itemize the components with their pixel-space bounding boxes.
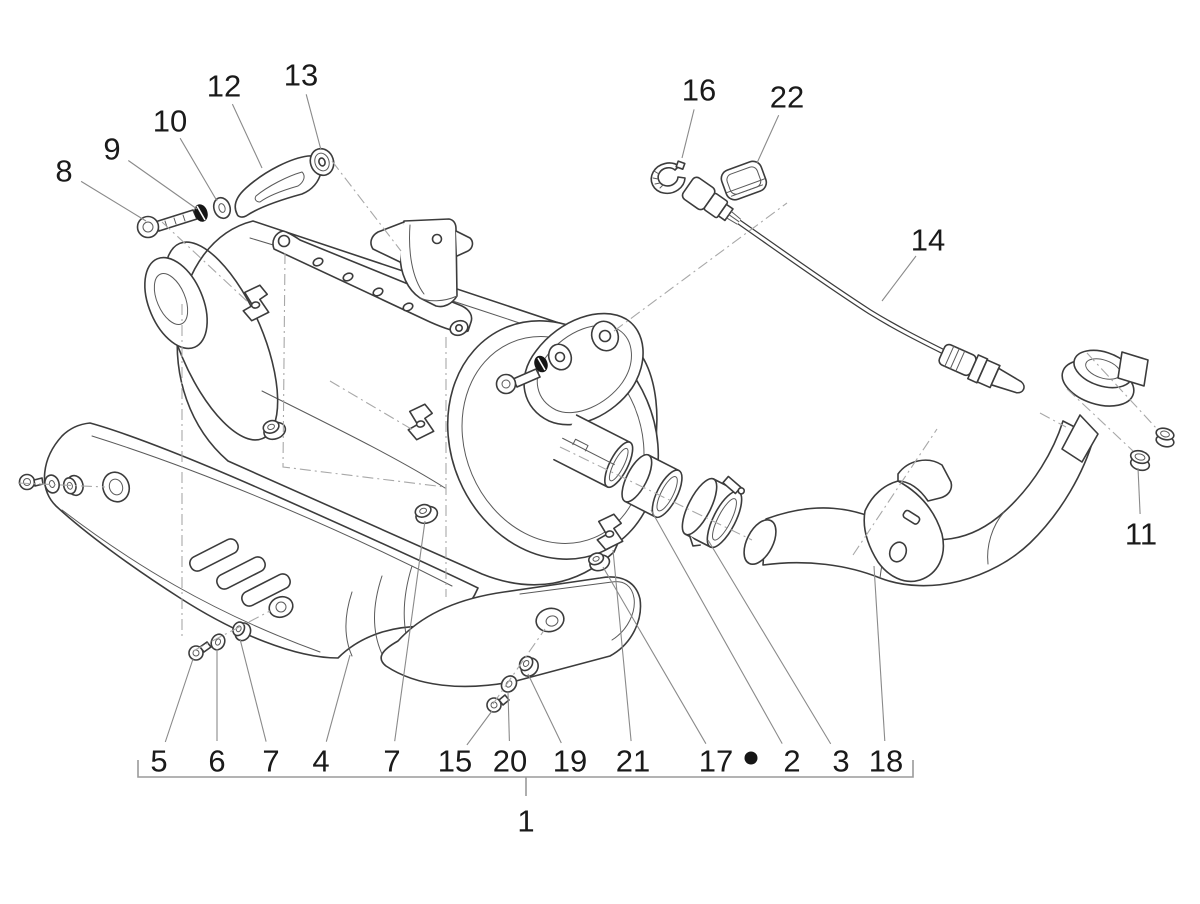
callout-label-13: 13 [284,58,318,93]
leader-line-7 [239,638,267,742]
callout-label-14: 14 [911,223,945,258]
leader-line-15 [466,710,493,746]
construction-lines [17,160,1158,705]
callout-label-4: 4 [312,744,329,779]
spring-clip [407,403,435,441]
callout-label-9: 9 [103,132,120,167]
callout-label-11: 11 [1125,517,1157,552]
shield-mount-hole [101,471,131,503]
leader-line-7 [394,520,426,742]
leader-line-21 [612,549,632,742]
leader-line-8 [80,180,147,222]
leader-line-10 [179,137,218,202]
group-bracket: 1 [137,760,914,839]
callout-label-15: 15 [438,744,472,779]
callout-label-1: 1 [517,804,534,839]
shield-screw-set-lower-right [486,655,539,713]
support-bracket [234,155,323,218]
heat-shield-extension [380,576,642,688]
lambda-sensor-cable [737,219,946,355]
callout-label-22: 22 [770,80,804,115]
rubber-bushing [414,503,439,525]
callout-label-19: 19 [553,744,587,779]
muffler-mount-strap [272,230,473,337]
spring-clip [596,513,624,551]
exhaust-clamp [681,475,746,549]
pipe-flange [1061,349,1149,407]
pipe-stay-bracket [863,459,953,583]
exhaust-gasket-bushing [621,453,683,519]
leader-line-12 [231,103,263,169]
leader-line-17 [602,566,707,744]
callout-label-17: 17 [699,744,733,779]
callout-label-18: 18 [869,744,903,779]
leader-line-14 [881,255,917,302]
leader-line-11 [1137,467,1141,515]
end-cap-bracket-plate [523,312,644,426]
callout-label-16: 16 [682,73,716,108]
callout-label-5: 5 [150,744,167,779]
saddle-bracket [370,218,474,308]
leader-line-22 [756,114,780,164]
leader-line-19 [527,673,562,744]
callout-label-8: 8 [55,154,72,189]
leader-lines [80,94,1141,746]
group-bracket-line [137,760,914,796]
cable-clip [650,160,686,195]
outlet-sleeve [553,414,634,489]
leader-line-16 [681,109,695,159]
shield-vent-slot [241,573,291,607]
leader-line-5 [164,658,194,743]
callout-label-7: 7 [262,744,279,779]
leader-line-4 [325,654,351,742]
callout-label-7: 7 [383,744,400,779]
leader-line-20 [507,691,510,742]
flange-nut [1129,449,1151,472]
leader-line-9 [127,160,198,210]
callout-label-3: 3 [832,744,849,779]
flange-nut [1155,427,1175,448]
bracket-grommet [309,147,335,177]
callout-label-2: 2 [783,744,800,779]
callout-label-20: 20 [493,744,527,779]
assembly-dot [744,751,758,765]
rubber-bushing [588,552,611,572]
spring-clip [242,284,270,322]
callout-label-12: 12 [207,69,241,104]
leader-line-13 [305,94,322,151]
leader-line-2 [650,509,783,744]
callout-label-10: 10 [153,104,187,139]
leader-line-3 [707,539,832,745]
callout-label-21: 21 [616,744,650,779]
flat-washer [212,196,232,220]
sensor-boss [1061,414,1099,463]
shield-vent-slot [189,538,239,572]
shield-vent-slot [216,556,266,590]
mount-bolt [136,209,198,239]
rubber-bushing [262,419,287,441]
protection-cap [720,160,768,201]
callout-label-6: 6 [208,744,225,779]
leader-line-18 [873,565,886,742]
lambda-sensor [938,343,1025,394]
end-cap-bolt [495,355,548,395]
sensor-connector [681,176,742,225]
shield-mount-hole [535,607,565,633]
